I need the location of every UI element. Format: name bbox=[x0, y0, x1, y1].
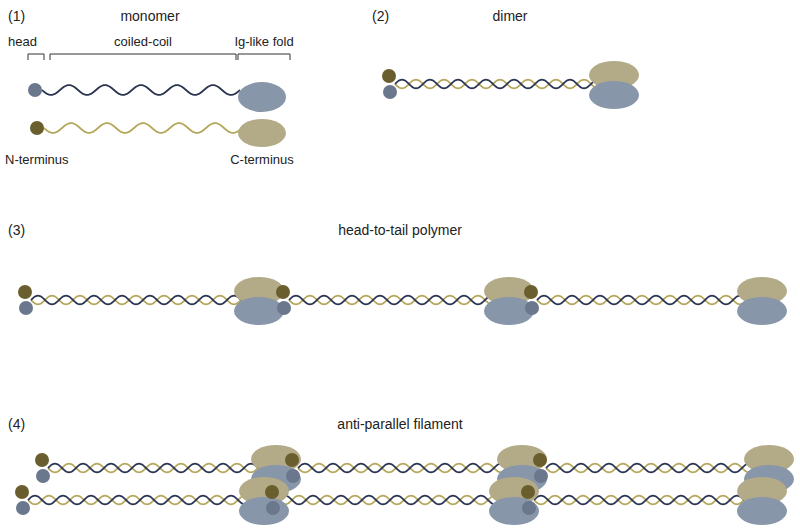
coil-strand bbox=[44, 123, 240, 133]
head-domain bbox=[28, 83, 42, 97]
head-domain bbox=[266, 501, 280, 515]
coil-strand bbox=[28, 496, 250, 505]
dimer-figure bbox=[382, 61, 639, 109]
ig-fold bbox=[737, 497, 787, 525]
part-label: C-terminus bbox=[230, 152, 294, 168]
ig-fold bbox=[234, 297, 284, 325]
coil-strand bbox=[395, 80, 599, 89]
head-domain bbox=[533, 453, 547, 467]
head-domain bbox=[19, 301, 33, 315]
coil-strand bbox=[289, 296, 495, 305]
figure-caption: (1) bbox=[8, 8, 25, 25]
coil-strand bbox=[395, 80, 599, 89]
polymer-figure bbox=[18, 277, 787, 325]
coil-strand bbox=[289, 296, 495, 305]
part-label: head bbox=[8, 34, 37, 50]
figure-caption: (2) bbox=[372, 8, 389, 25]
head-domain bbox=[522, 501, 536, 515]
coil-strand bbox=[534, 496, 748, 505]
fold-bracket bbox=[238, 54, 290, 60]
ig-fold bbox=[589, 81, 639, 109]
head-domain bbox=[35, 453, 49, 467]
head-domain bbox=[16, 501, 30, 515]
monomer-figure bbox=[28, 82, 286, 147]
head-domain bbox=[277, 301, 291, 315]
head-domain bbox=[36, 469, 50, 483]
coil-strand bbox=[298, 464, 508, 473]
part-label: Ig-like fold bbox=[234, 34, 293, 50]
coil-strand bbox=[31, 296, 245, 305]
ig-fold bbox=[238, 82, 286, 112]
head-domain bbox=[30, 121, 44, 135]
coil-strand bbox=[48, 464, 262, 473]
head-domain bbox=[18, 285, 32, 299]
ig-fold bbox=[239, 497, 289, 525]
ig-fold bbox=[238, 119, 286, 147]
figure-caption: dimer bbox=[492, 8, 527, 25]
coil-strand bbox=[546, 464, 754, 473]
filament-figure bbox=[15, 445, 794, 525]
head-domain bbox=[524, 285, 538, 299]
head-domain bbox=[265, 485, 279, 499]
coil-strand bbox=[537, 296, 747, 305]
ig-fold bbox=[489, 497, 539, 525]
coil-strand bbox=[534, 496, 748, 505]
figure-caption: (3) bbox=[8, 222, 25, 239]
part-label: coiled-coil bbox=[114, 34, 172, 50]
head-domain bbox=[15, 485, 29, 499]
figure-caption: monomer bbox=[120, 8, 179, 25]
head-domain bbox=[383, 85, 397, 99]
coil-strand bbox=[298, 464, 508, 473]
head-bracket bbox=[28, 54, 44, 60]
coil-strand bbox=[31, 296, 245, 305]
head-domain bbox=[521, 485, 535, 499]
figure-caption: (4) bbox=[8, 416, 25, 433]
ig-fold bbox=[737, 297, 787, 325]
head-domain bbox=[534, 469, 548, 483]
head-domain bbox=[285, 453, 299, 467]
coil-strand bbox=[48, 464, 262, 473]
coil-strand bbox=[278, 496, 500, 505]
head-domain bbox=[286, 469, 300, 483]
head-domain bbox=[382, 69, 396, 83]
coil-strand bbox=[42, 85, 240, 95]
head-domain bbox=[276, 285, 290, 299]
molecule-group bbox=[15, 61, 794, 525]
coil-bracket bbox=[50, 54, 236, 60]
figure-caption: anti-parallel filament bbox=[337, 416, 462, 433]
coil-strand bbox=[546, 464, 754, 473]
part-label: N-terminus bbox=[5, 152, 69, 168]
coil-strand bbox=[278, 496, 500, 505]
figure-caption: head-to-tail polymer bbox=[338, 222, 462, 239]
bracket-group bbox=[28, 54, 290, 60]
head-domain bbox=[525, 301, 539, 315]
coil-strand bbox=[537, 296, 747, 305]
coil-strand bbox=[28, 496, 250, 505]
